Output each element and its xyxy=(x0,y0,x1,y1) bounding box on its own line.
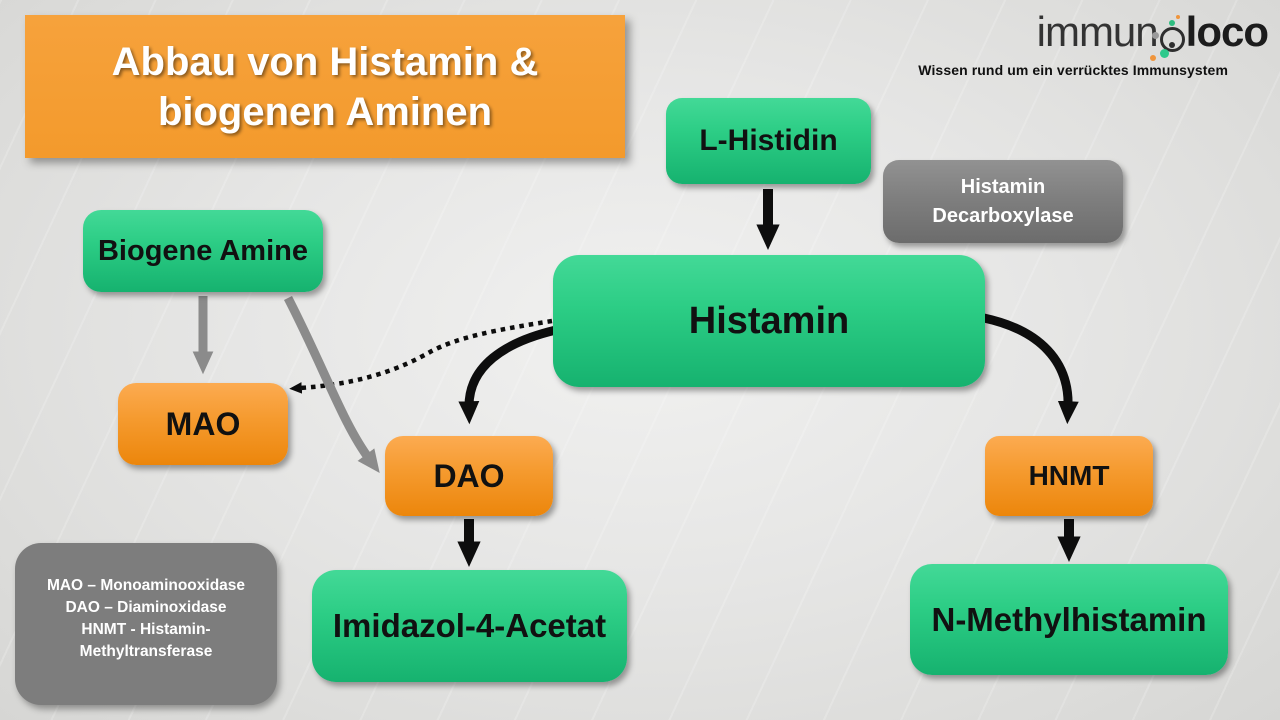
node-mao-label: MAO xyxy=(165,405,241,442)
node-l-histidin: L-Histidin xyxy=(666,98,871,184)
arrow-histamin-to-dao xyxy=(458,325,558,425)
title-box: Abbau von Histamin & biogenen Aminen xyxy=(25,15,625,158)
node-biogene-amine: Biogene Amine xyxy=(83,210,323,292)
title-line-1: Abbau von Histamin & xyxy=(111,39,539,84)
legend-line-dao: DAO – Diaminoxidase xyxy=(65,599,227,616)
title-line-2: biogenen Aminen xyxy=(157,89,493,134)
logo-dot-dark-bottom-icon xyxy=(1168,41,1175,48)
logo-dot-green-top-icon xyxy=(1168,19,1175,26)
legend-line-hnmt: HNMT - Histamin- xyxy=(81,621,211,638)
node-l-histidin-label: L-Histidin xyxy=(699,124,838,157)
legend-line-hnmt-2: Methyltransferase xyxy=(79,643,213,660)
node-mao: MAO xyxy=(118,383,288,465)
node-imidazol-4-acetat: Imidazol-4-Acetat xyxy=(312,570,627,682)
node-dao: DAO xyxy=(385,436,553,516)
node-imidazol-4-acetat-label: Imidazol-4-Acetat xyxy=(332,607,607,644)
node-histamin-label: Histamin xyxy=(688,299,850,342)
logo-text-light: immun xyxy=(1036,8,1159,55)
arrow-histamin-to-mao-dotted xyxy=(289,318,553,394)
logo-text-bold: loco xyxy=(1185,8,1269,55)
logo-dot-orange-bottom-icon xyxy=(1149,54,1156,61)
arrow-histamin-to-hnmt xyxy=(983,313,1079,425)
logo-tagline: Wissen rund um ein verrücktes Immunsyste… xyxy=(918,62,1228,78)
logo-o-icon xyxy=(1149,14,1185,61)
logo-dot-orange-top-icon xyxy=(1175,14,1180,19)
node-biogene-amine-label: Biogene Amine xyxy=(97,234,308,267)
node-histamin: Histamin xyxy=(553,255,985,387)
logo: immun loco xyxy=(1036,6,1269,61)
logo-dot-gray-left-icon xyxy=(1151,31,1159,39)
node-dao-label: DAO xyxy=(433,457,505,494)
logo-dot-green-bottom-icon xyxy=(1159,48,1169,58)
node-histamin-decarboxylase-line-1: Histamin xyxy=(960,175,1046,198)
node-n-methylhistamin: N-Methylhistamin xyxy=(910,564,1228,675)
legend-line-mao: MAO – Monoaminooxidase xyxy=(46,577,246,594)
node-histamin-decarboxylase: Histamin Decarboxylase xyxy=(883,160,1123,243)
arrow-biogene-amine-to-dao xyxy=(283,295,380,473)
node-hnmt-label: HNMT xyxy=(1028,460,1110,491)
node-histamin-decarboxylase-line-2: Decarboxylase xyxy=(932,204,1074,227)
node-hnmt: HNMT xyxy=(985,436,1153,516)
legend-box: MAO – Monoaminooxidase DAO – Diaminoxida… xyxy=(15,543,277,705)
node-n-methylhistamin-label: N-Methylhistamin xyxy=(931,600,1207,638)
